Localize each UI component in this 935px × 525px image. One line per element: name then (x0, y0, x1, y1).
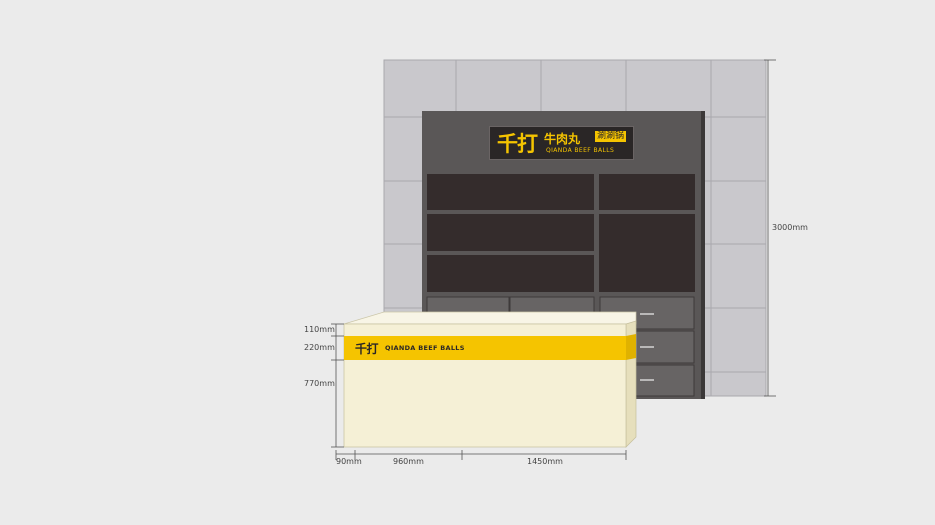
dim-wall-height: 3000mm (772, 223, 808, 232)
cabinet-signboard: 千打 牛肉丸 涮涮锅 QIANDA BEEF BALLS (489, 126, 634, 160)
shelf-right-2 (599, 214, 695, 292)
dim-width-edge: 90mm (336, 457, 362, 466)
shelf-right-1 (599, 174, 695, 210)
dim-counter-top: 110mm (304, 325, 335, 334)
brand-english: QIANDA BEEF BALLS (546, 147, 615, 154)
dim-counter-band: 220mm (304, 343, 335, 352)
shelf-compartments (427, 174, 695, 292)
dim-counter-body: 770mm (304, 379, 335, 388)
brand-name-large: 千打 (497, 132, 538, 156)
drawer-handles (640, 313, 654, 381)
dimension-lines (331, 59, 776, 460)
shelf-left-3 (427, 255, 594, 292)
counter-band-side (626, 334, 636, 360)
shelf-left-2 (427, 214, 594, 251)
shelf-left-1 (427, 174, 594, 210)
dim-width-left: 960mm (393, 457, 424, 466)
dim-width-right: 1450mm (527, 457, 563, 466)
counter-brand-english: QIANDA BEEF BALLS (385, 344, 465, 352)
reception-counter (343, 311, 637, 448)
counter-brand-band (344, 336, 626, 360)
brand-tag: 涮涮锅 (595, 131, 627, 142)
brand-product-name: 牛肉丸 (544, 132, 581, 146)
counter-top-surface (343, 311, 637, 325)
counter-brand-name: 千打 (355, 342, 379, 356)
